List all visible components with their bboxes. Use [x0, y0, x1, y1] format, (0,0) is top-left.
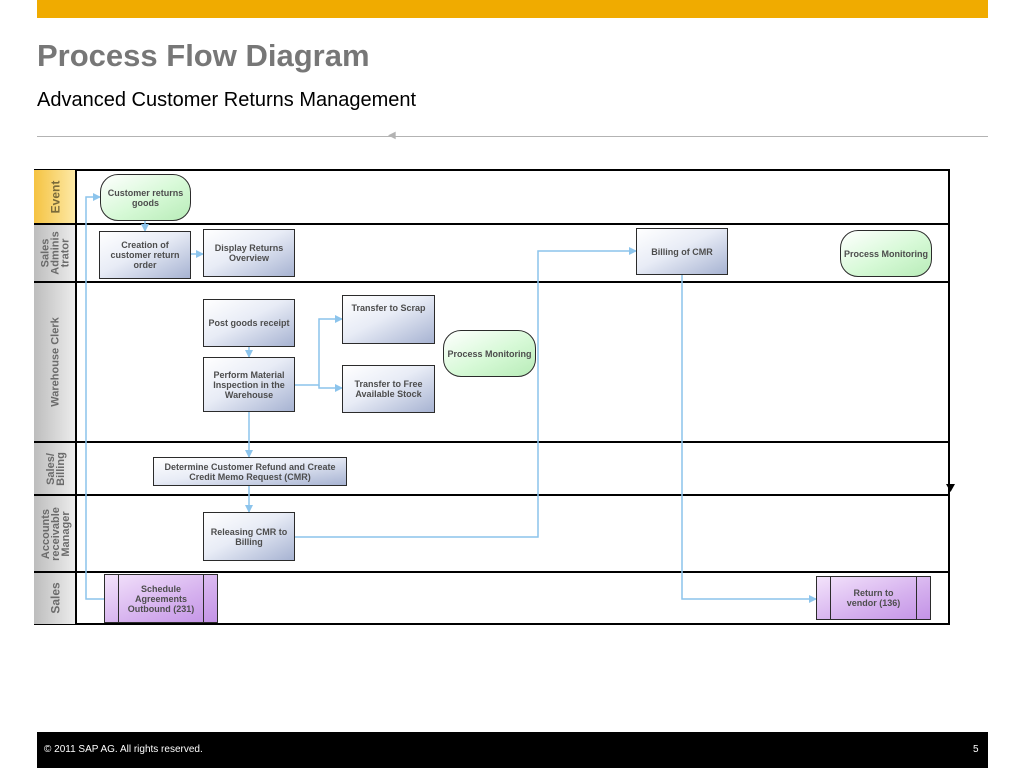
page-title: Process Flow Diagram	[37, 38, 370, 73]
connector-release-to-billing	[295, 247, 637, 538]
node-customer-returns-goods: Customer returns goods	[100, 174, 191, 221]
node-billing-of-cmr: Billing of CMR	[636, 228, 728, 275]
lane-separator	[34, 281, 950, 283]
node-display-returns-overview: Display Returns Overview	[203, 229, 295, 277]
lane-separator	[34, 441, 950, 443]
lane-end-arrow-icon	[946, 484, 955, 492]
page-number: 5	[973, 744, 979, 755]
node-process-monitoring-admin: Process Monitoring	[840, 230, 932, 277]
lane-separator	[34, 494, 950, 496]
lane-header-sales-billing	[34, 442, 77, 495]
lane-header-event	[34, 170, 77, 224]
node-process-monitoring-warehouse: Process Monitoring	[443, 330, 536, 377]
node-post-goods-receipt: Post goods receipt	[203, 299, 295, 347]
lane-separator	[34, 571, 950, 573]
connector-inspection-to-scrap	[295, 315, 343, 386]
footer-copyright: © 2011 SAP AG. All rights reserved.	[44, 744, 203, 755]
node-schedule-agreements-outbound: Schedule Agreements Outbound (231)	[104, 574, 218, 623]
footer-bar	[37, 732, 988, 768]
node-determine-customer-refund: Determine Customer Refund and Create Cre…	[153, 457, 347, 486]
lane-separator	[34, 223, 950, 225]
node-creation-of-customer-return-order: Creation of customer return order	[99, 231, 191, 279]
lane-header-warehouse-clerk	[34, 282, 77, 442]
divider-arrow-icon: ◀	[388, 130, 396, 141]
lane-header-accounts-receivable-manager	[34, 495, 77, 572]
node-perform-material-inspection: Perform Material Inspection in the Wareh…	[203, 357, 295, 412]
lane-header-sales-administrator	[34, 224, 77, 282]
node-transfer-to-free-available-stock: Transfer to Free Available Stock	[342, 365, 435, 413]
connector-billing-to-vendor	[681, 274, 817, 603]
node-releasing-cmr-to-billing: Releasing CMR to Billing	[203, 512, 295, 561]
connector-inspection-to-stock	[318, 384, 343, 392]
node-return-to-vendor: Return to vendor (136)	[816, 576, 931, 620]
node-transfer-to-scrap: Transfer to Scrap	[342, 295, 435, 344]
page-subtitle: Advanced Customer Returns Management	[37, 89, 417, 111]
brand-bar	[37, 0, 988, 18]
lane-header-sales	[34, 572, 77, 624]
connector-loop-to-event	[85, 193, 104, 600]
title-divider	[37, 136, 988, 137]
